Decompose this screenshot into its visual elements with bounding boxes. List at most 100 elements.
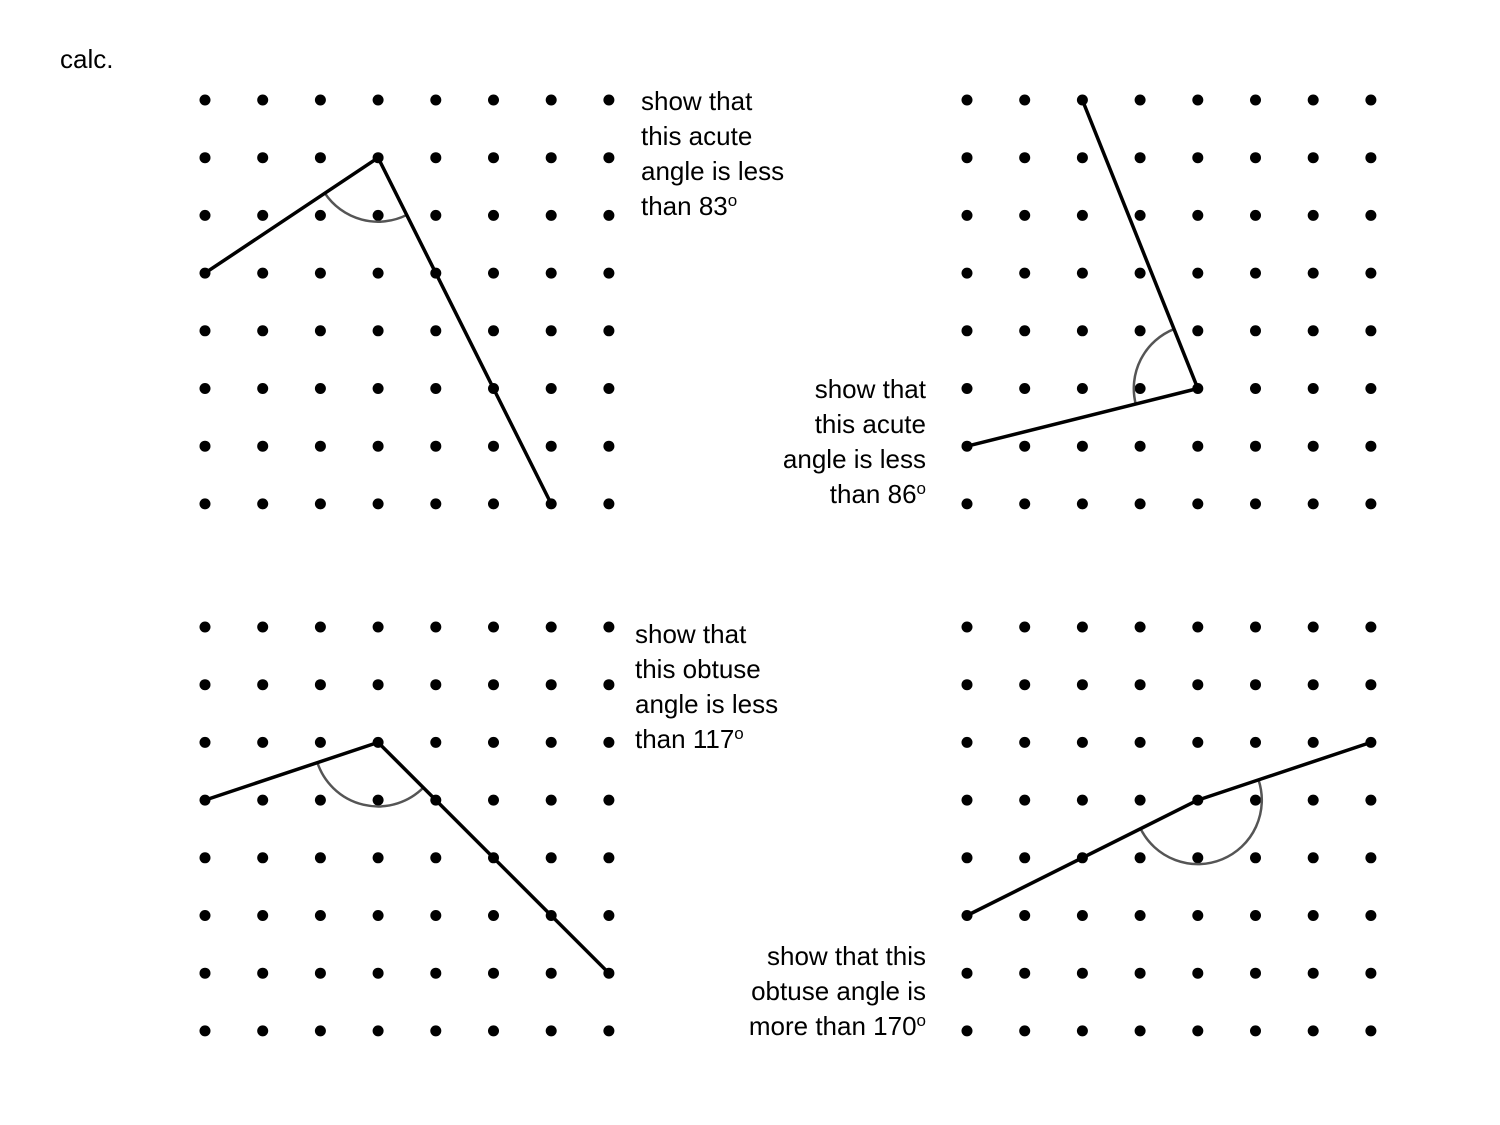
grid-dot — [603, 325, 615, 337]
grid-dot — [1192, 440, 1204, 452]
grid-dot — [257, 621, 269, 633]
grid-dot — [545, 1025, 557, 1037]
angle-arm — [203, 155, 380, 275]
grid-dot — [372, 440, 384, 452]
prompt-line: angle is less — [635, 689, 779, 719]
angle-diagram-2 — [961, 94, 1377, 510]
grid-dot — [430, 852, 442, 864]
grid-dot — [314, 383, 326, 394]
grid-dot — [603, 852, 615, 864]
grid-dot — [257, 94, 269, 106]
angle-arc — [316, 762, 425, 808]
grid-dot — [430, 383, 442, 394]
grid-dot — [1365, 621, 1377, 633]
grid-dot — [372, 209, 384, 221]
grid-dot — [1250, 852, 1261, 864]
grid-dot — [1250, 736, 1261, 748]
grid-dot — [488, 440, 499, 452]
grid-dot — [488, 267, 499, 279]
grid-dot — [257, 440, 269, 452]
grid-dot — [1076, 736, 1088, 748]
grid-dot — [1076, 1025, 1088, 1037]
angle-arm — [203, 740, 380, 802]
grid-dot — [545, 383, 557, 394]
grid-dot — [603, 679, 615, 691]
grid-dot — [1250, 383, 1261, 394]
prompt-line: obtuse angle is — [751, 976, 926, 1006]
grid-dot — [1307, 794, 1319, 806]
grid-dot — [1192, 209, 1204, 221]
grid-dot — [199, 209, 211, 221]
grid-dot — [1019, 325, 1031, 337]
grid-dot — [1019, 498, 1031, 510]
grid-dot — [1076, 621, 1088, 633]
grid-dot — [199, 1025, 211, 1037]
grid-dot — [1019, 852, 1031, 864]
grid-dot — [603, 94, 615, 106]
grid-dot — [257, 794, 269, 806]
angle-diagram-1 — [199, 94, 615, 510]
grid-dot — [199, 440, 211, 452]
grid-dot — [372, 383, 384, 394]
grid-dot — [257, 910, 269, 921]
grid-dot — [488, 621, 499, 633]
degree-mark: o — [727, 191, 738, 210]
grid-dot — [1134, 325, 1146, 337]
grid-dot — [488, 498, 499, 510]
grid-dot — [314, 794, 326, 806]
grid-dot — [488, 94, 499, 106]
grid-dot — [430, 910, 442, 921]
grid-dot — [1365, 679, 1377, 691]
problem-1-prompt: show that this acute angle is less than … — [641, 84, 784, 227]
grid-dot — [1307, 267, 1319, 279]
grid-dot — [1307, 679, 1319, 691]
grid-dot — [603, 152, 615, 164]
grid-dot — [1134, 736, 1146, 748]
grid-dot — [1192, 736, 1204, 748]
grid-dot — [1307, 325, 1319, 337]
grid-dot — [545, 967, 557, 979]
grid-dot — [1365, 967, 1377, 979]
grid-dot — [603, 621, 615, 633]
grid-dot — [314, 498, 326, 510]
grid-dot — [1134, 621, 1146, 633]
angle-arc — [1139, 779, 1264, 866]
grid-dot — [488, 325, 499, 337]
grid-dot — [372, 794, 384, 806]
grid-dot — [1076, 498, 1088, 510]
grid-dot — [1019, 94, 1031, 106]
grid-dot — [1250, 152, 1261, 164]
grid-dot — [1076, 383, 1088, 394]
grid-dot — [1019, 1025, 1031, 1037]
grid-dot — [603, 383, 615, 394]
grid-dot — [199, 679, 211, 691]
grid-dot — [199, 736, 211, 748]
grid-dot — [961, 325, 973, 337]
grid-dot — [314, 325, 326, 337]
grid-dot — [1134, 498, 1146, 510]
prompt-line: than 83o — [641, 191, 738, 221]
grid-dot — [372, 94, 384, 106]
grid-dot — [1365, 267, 1377, 279]
grid-dot — [1019, 967, 1031, 979]
grid-dot — [314, 440, 326, 452]
grid-dot — [430, 498, 442, 510]
grid-dot — [1307, 736, 1319, 748]
grid-dot — [430, 967, 442, 979]
angle-arm — [376, 155, 553, 506]
grid-dot — [1250, 325, 1261, 337]
grid-dot — [1192, 967, 1204, 979]
grid-dot — [199, 383, 211, 394]
grid-dot — [1250, 440, 1261, 452]
angle-diagram-4 — [961, 621, 1377, 1037]
grid-dot — [1134, 267, 1146, 279]
grid-dot — [1250, 209, 1261, 221]
grid-dot — [257, 209, 269, 221]
grid-dot — [1307, 209, 1319, 221]
grid-dot — [314, 1025, 326, 1037]
grid-dot — [1307, 152, 1319, 164]
grid-dot — [430, 679, 442, 691]
grid-dot — [257, 852, 269, 864]
grid-dot — [314, 94, 326, 106]
grid-dot — [199, 152, 211, 164]
